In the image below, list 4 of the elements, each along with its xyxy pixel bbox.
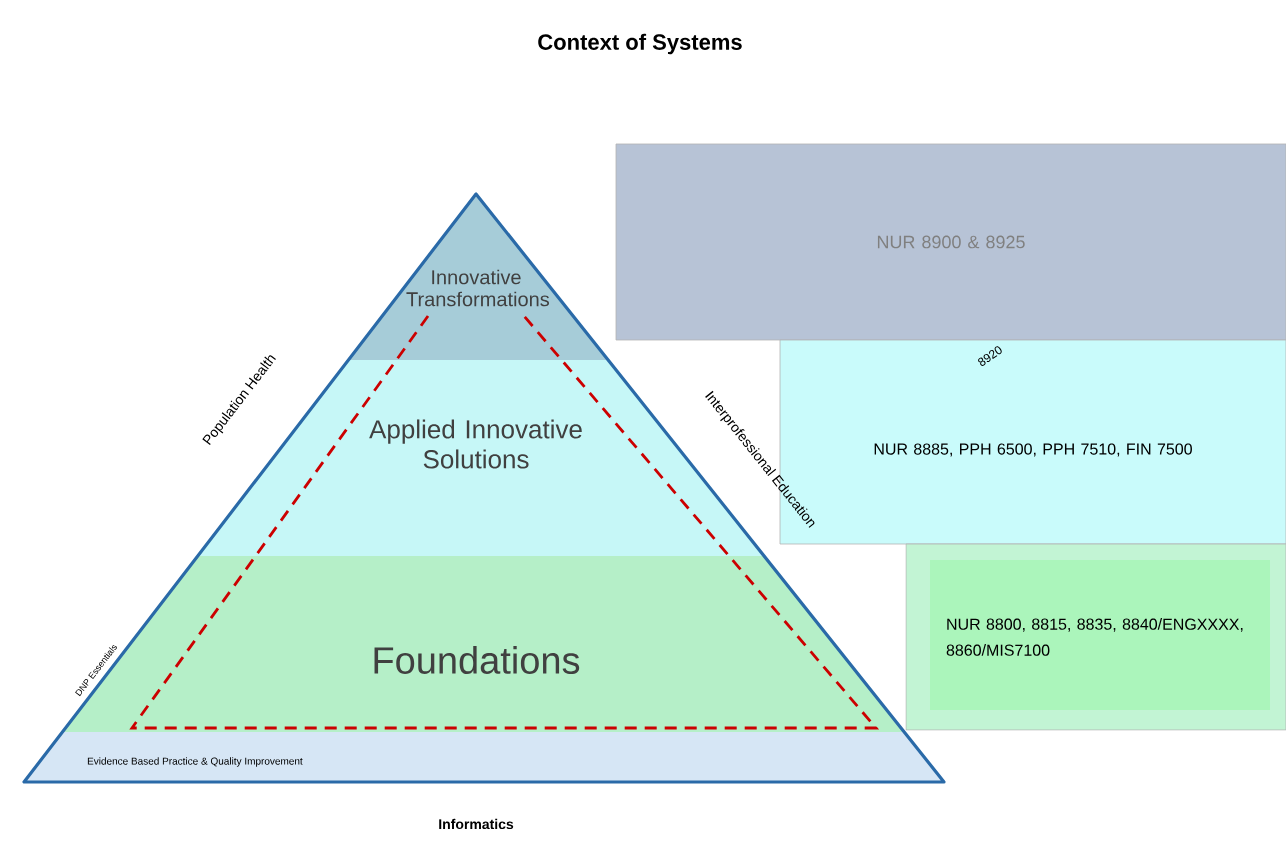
course-box: NUR 8800, 8815, 8835, 8840/ENGXXXX, 8860/MIS7100 (905, 543, 1286, 731)
title: Context of Systems (538, 33, 742, 55)
course-box: NUR 8900 & 8925 (615, 143, 1286, 341)
pyramid-tier: Innovative Transformations (348, 194, 609, 360)
